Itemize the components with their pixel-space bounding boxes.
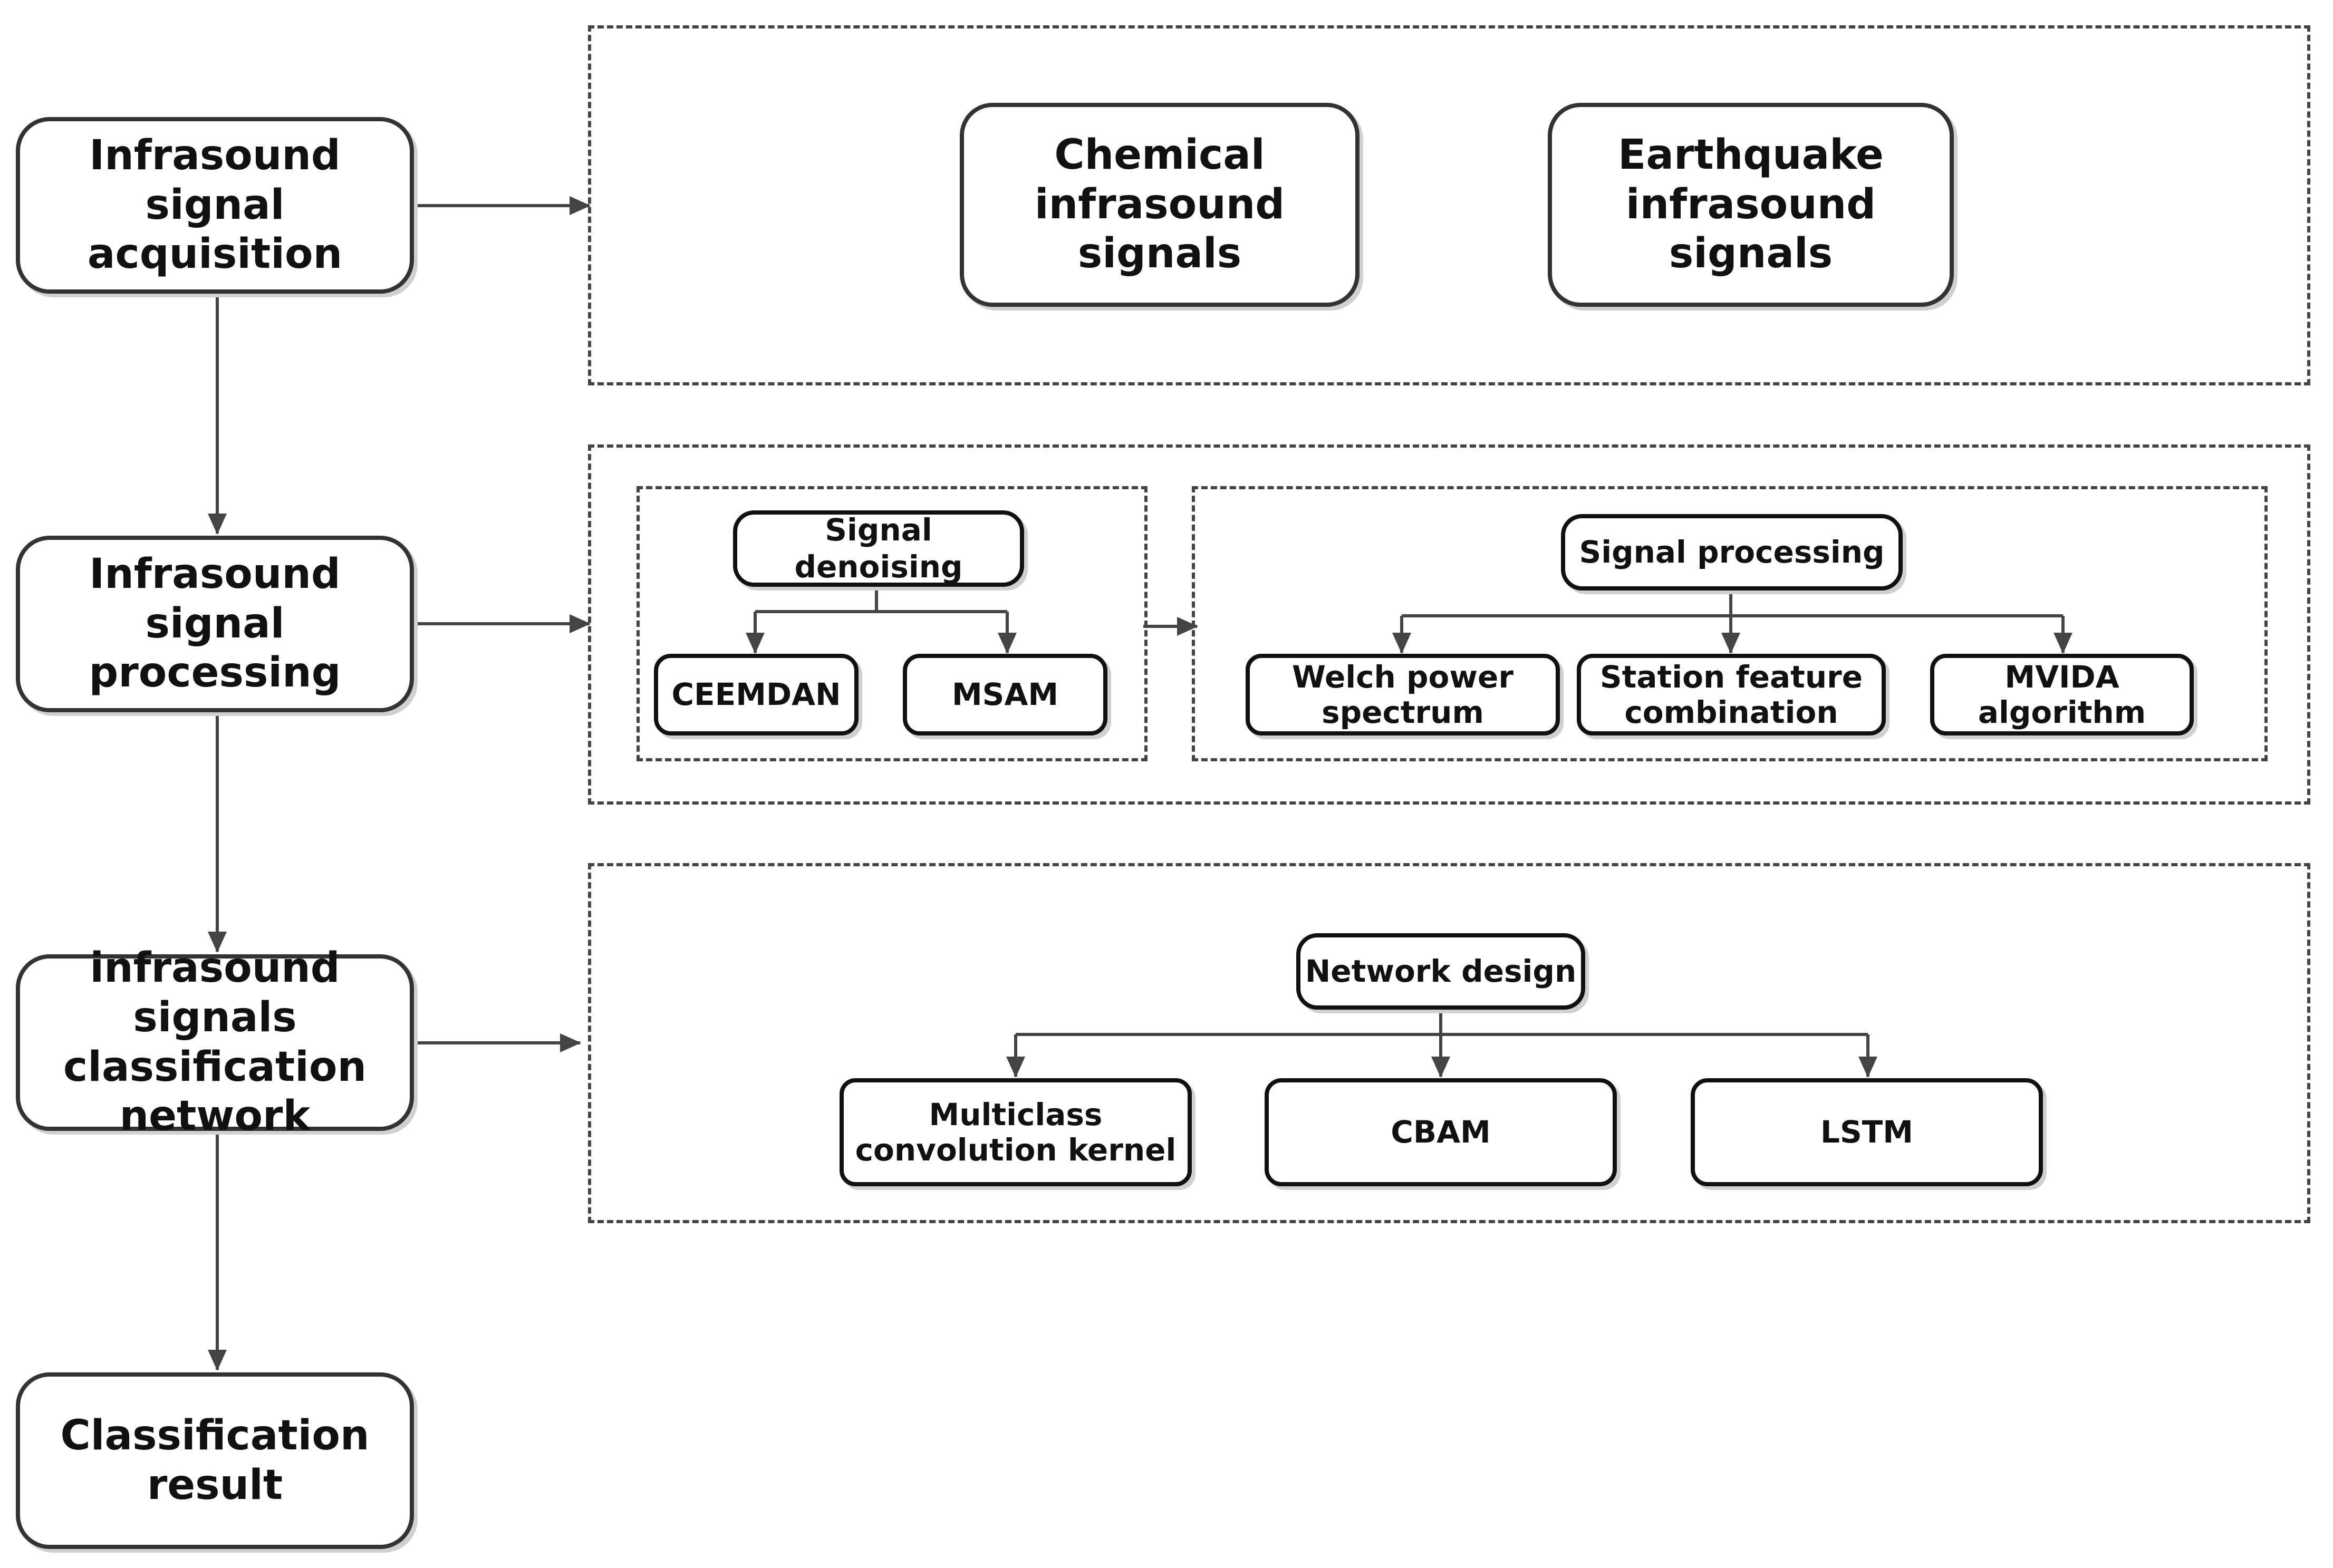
welch-power-spectrum-box: Welch power spectrum bbox=[1246, 654, 1560, 735]
msam-box: MSAM bbox=[903, 654, 1107, 735]
station-feature-box: Station feature combination bbox=[1577, 654, 1886, 735]
ceemdan-box: CEEMDAN bbox=[654, 654, 859, 735]
denoising-subgroup bbox=[637, 486, 1148, 761]
signal-denoising-box: Signal denoising bbox=[733, 510, 1024, 587]
chemical-signals-box: Chemical infrasound signals bbox=[960, 103, 1360, 307]
classification-result-box: Classification result bbox=[16, 1372, 414, 1549]
cbam-box: CBAM bbox=[1265, 1078, 1617, 1186]
acquisition-group bbox=[588, 25, 2310, 385]
signal-processing-box: Signal processing bbox=[1561, 514, 1903, 591]
network-design-box: Network design bbox=[1296, 933, 1585, 1010]
network-group bbox=[588, 863, 2310, 1223]
acquisition-box: Infrasound signal acquisition bbox=[16, 117, 414, 294]
multiclass-kernel-box: Multiclass convolution kernel bbox=[840, 1078, 1192, 1186]
processing-box: Infrasound signal processing bbox=[16, 536, 414, 712]
signal-processing-subgroup bbox=[1192, 486, 2268, 761]
earthquake-signals-box: Earthquake infrasound signals bbox=[1548, 103, 1954, 307]
lstm-box: LSTM bbox=[1691, 1078, 2043, 1186]
processing-group bbox=[588, 444, 2310, 805]
classification-network-box: infrasound signals classification networ… bbox=[16, 944, 414, 1140]
mvida-box: MVIDA algorithm bbox=[1930, 654, 2194, 735]
